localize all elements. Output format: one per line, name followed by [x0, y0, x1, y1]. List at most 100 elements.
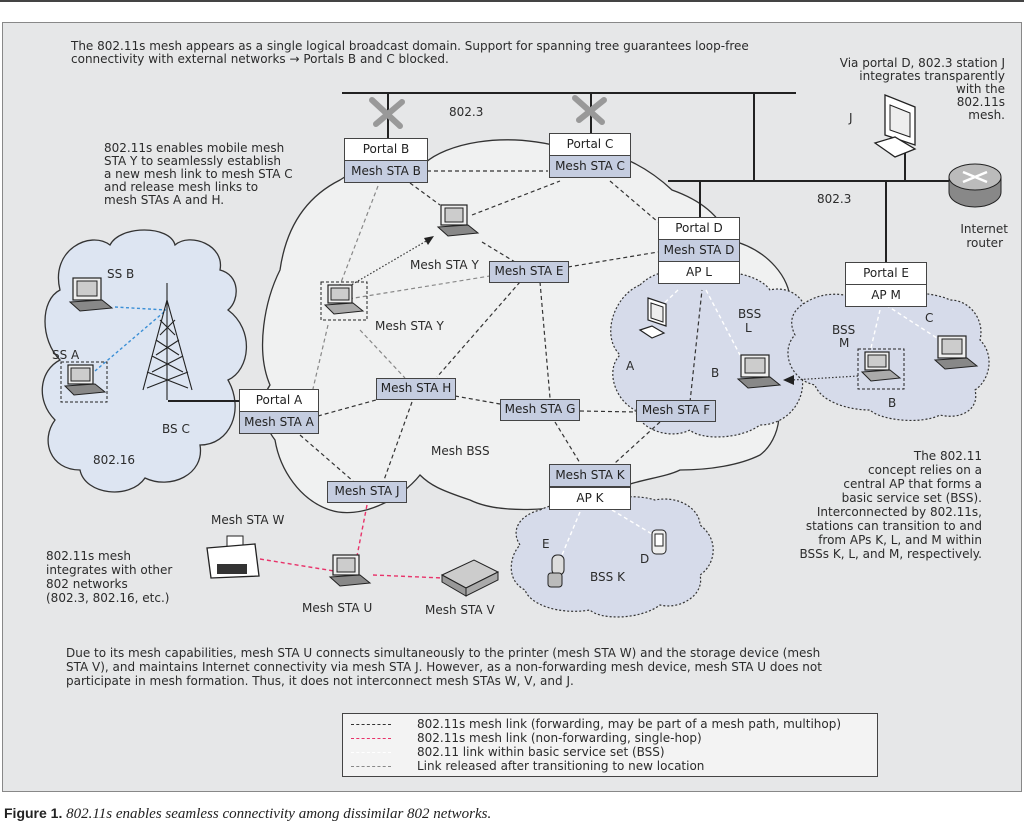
blocked-portal-b-icon	[369, 97, 405, 129]
mobile-note-line: STA Y to seamlessly establish	[104, 154, 282, 168]
portal-e-label: Portal E	[846, 263, 926, 285]
bss-l-label-2: L	[745, 321, 752, 335]
mesh-sta-u-label: Mesh STA U	[302, 601, 372, 615]
laptop-icon	[436, 204, 480, 237]
bss-note: The 802.11 concept relies on a central A…	[760, 449, 982, 561]
ap-m-label: AP M	[846, 285, 926, 306]
legend-label: 802.11s mesh link (forwarding, may be pa…	[417, 717, 842, 731]
bss-note-line: The 802.11	[913, 449, 982, 463]
top-note-line-1: The 802.11s mesh appears as a single log…	[71, 39, 749, 53]
top-note-line-2: connectivity with external networks → Po…	[71, 52, 449, 66]
bss-l-station-b: B	[711, 366, 719, 380]
bottom-note: Due to its mesh capabilities, mesh STA U…	[66, 646, 822, 688]
mesh-bss-label: Mesh BSS	[431, 444, 490, 458]
mesh-sta-j-node[interactable]: Mesh STA J	[327, 481, 407, 503]
bss-note-line: basic service set (BSS).	[841, 491, 982, 505]
integrates-note-line: (802.3, 802.16, etc.)	[46, 591, 170, 605]
station-j-label: J	[848, 111, 853, 125]
caption-text: 802.11s enables seamless connectivity am…	[66, 806, 492, 822]
portal-d-note-line: 802.11s	[956, 95, 1005, 109]
transition-arrows	[345, 239, 859, 381]
laptop-icon	[857, 348, 905, 390]
caption-label: Figure 1.	[4, 805, 63, 821]
mobile-note-line: 802.11s enables mobile mesh	[104, 141, 285, 155]
legend-item-non-forwarding: 802.11s mesh link (non-forwarding, singl…	[351, 731, 877, 745]
mesh-sta-d-label: Mesh STA D	[659, 240, 739, 261]
figure-caption: Figure 1. 802.11s enables seamless conne…	[4, 805, 491, 823]
portal-d-note-line: integrates transparently	[859, 69, 1005, 83]
desktop-computer-icon	[638, 297, 667, 339]
bss-m-station-b: B	[888, 396, 896, 410]
laptop-icon	[328, 554, 372, 587]
legend-item-released: Link released after transitioning to new…	[351, 759, 877, 773]
bss-k-label: BSS K	[590, 570, 626, 584]
legend-label: 802.11s mesh link (non-forwarding, singl…	[417, 731, 702, 745]
bss-k-station-e: E	[542, 537, 550, 551]
legend-item-forwarding: 802.11s mesh link (forwarding, may be pa…	[351, 717, 877, 731]
laptop-icon	[933, 335, 979, 370]
portal-a-label: Portal A	[240, 390, 318, 412]
portal-d-label: Portal D	[659, 218, 739, 240]
ap-k-label: AP K	[550, 487, 630, 509]
laptop-icon	[320, 281, 368, 321]
mesh-sta-f-node[interactable]: Mesh STA F	[636, 400, 716, 422]
mobile-note-line: and release mesh links to	[104, 180, 259, 194]
wimax-links	[94, 306, 167, 372]
mesh-sta-c-label: Mesh STA C	[550, 156, 630, 177]
ethernet-lines	[168, 92, 955, 402]
legend-swatch	[351, 752, 391, 753]
base-station-tower-icon	[142, 283, 193, 400]
bss-note-line: BSSs K, L, and M, respectively.	[799, 547, 982, 561]
mesh-sta-h-node[interactable]: Mesh STA H	[376, 378, 456, 400]
laptop-icon	[60, 361, 108, 403]
internet-router-icon	[948, 163, 1002, 208]
integrates-note-line: integrates with other	[46, 563, 173, 577]
bss-note-line: central AP that forms a	[843, 477, 982, 491]
forwarding-mesh-links	[299, 170, 703, 482]
portal-d-node[interactable]: Portal D Mesh STA D AP L	[658, 217, 740, 284]
laptop-icon	[68, 277, 114, 312]
internet-router-label-1: Internet	[960, 222, 1008, 236]
mesh-sta-a-label: Mesh STA A	[240, 412, 318, 433]
mesh-sta-y-old-label: Mesh STA Y	[375, 319, 444, 333]
mobile-phone-icon	[547, 554, 565, 588]
bss-m-label-1: BSS	[832, 323, 855, 337]
legend-item-bss: 802.11 link within basic service set (BS…	[351, 745, 877, 759]
storage-device-icon	[440, 559, 500, 597]
legend-swatch	[351, 724, 391, 725]
portal-b-label: Portal B	[345, 139, 427, 161]
integrates-note: 802.11s mesh integrates with other 802 n…	[46, 549, 172, 605]
non-forwarding-links	[259, 504, 444, 579]
mobile-mesh-note: 802.11s enables mobile mesh STA Y to sea…	[104, 142, 293, 207]
integrates-note-line: 802.11s mesh	[46, 549, 131, 563]
legend: 802.11s mesh link (forwarding, may be pa…	[342, 713, 878, 777]
top-note: The 802.11s mesh appears as a single log…	[71, 40, 749, 66]
portal-d-note-line: with the	[956, 82, 1005, 96]
legend-swatch	[351, 738, 391, 739]
mesh-sta-k-node[interactable]: Mesh STA K AP K	[549, 464, 631, 510]
bss-k-cloud	[510, 496, 714, 618]
legend-label: Link released after transitioning to new…	[417, 759, 705, 773]
bss-m-station-c: C	[925, 311, 933, 325]
laptop-icon	[736, 354, 782, 389]
ss-b-label: SS B	[107, 267, 134, 281]
mesh-sta-v-label: Mesh STA V	[425, 603, 495, 617]
pda-icon	[651, 529, 667, 555]
mobile-note-line: a new mesh link to mesh STA C	[104, 167, 293, 181]
bss-k-station-d: D	[640, 552, 649, 566]
portal-d-note: Via portal D, 802.3 station J integrates…	[790, 57, 1005, 122]
bss-l-label-1: BSS	[738, 307, 761, 321]
mesh-sta-g-node[interactable]: Mesh STA G	[500, 399, 580, 421]
mesh-sta-e-node[interactable]: Mesh STA E	[489, 261, 569, 283]
blocked-portal-c-icon	[572, 95, 607, 125]
arrow-head-icon	[424, 236, 434, 245]
portal-a-node[interactable]: Portal A Mesh STA A	[239, 389, 319, 434]
portal-e-node[interactable]: Portal E AP M	[845, 262, 927, 307]
ss-a-label: SS A	[52, 348, 80, 362]
portal-b-node[interactable]: Portal B Mesh STA B	[344, 138, 428, 183]
mesh-sta-k-label: Mesh STA K	[550, 465, 630, 487]
bss-note-line: from APs K, L, and M within	[818, 533, 982, 547]
portal-c-node[interactable]: Portal C Mesh STA C	[549, 133, 631, 178]
mesh-sta-y-new-label: Mesh STA Y	[410, 258, 479, 272]
